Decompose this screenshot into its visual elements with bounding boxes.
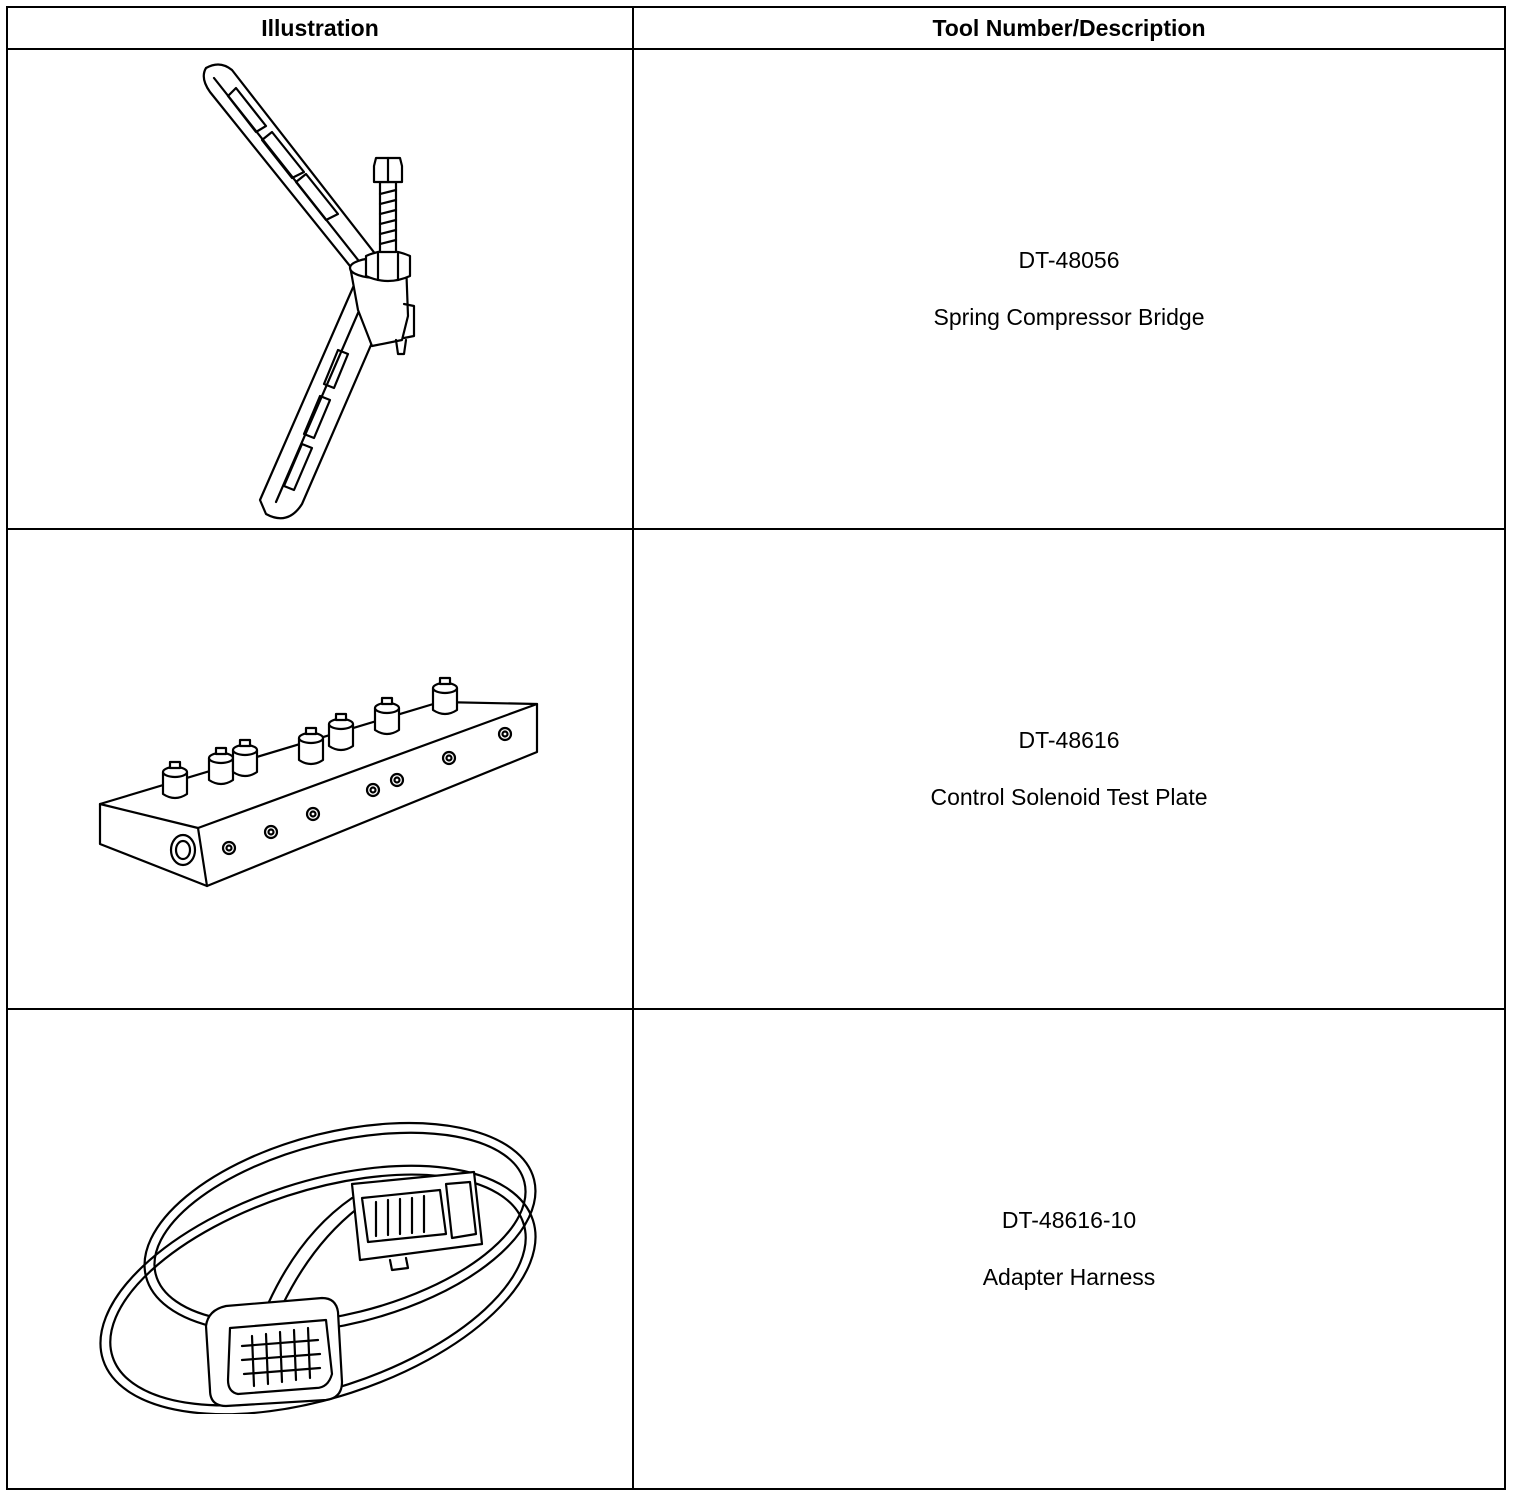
header-tool-description: Tool Number/Description bbox=[632, 6, 1506, 50]
spring-compressor-bridge-icon bbox=[202, 63, 416, 520]
solenoid-test-plate-icon bbox=[98, 676, 539, 888]
tool-description: Control Solenoid Test Plate bbox=[930, 784, 1208, 810]
table-row: DT-48616 Control Solenoid Test Plate bbox=[6, 528, 1506, 1010]
illustration-cell bbox=[6, 528, 634, 1010]
header-row: Illustration Tool Number/Description bbox=[6, 6, 1506, 50]
illustration-cell bbox=[6, 1008, 634, 1490]
table-row: DT-48616-10 Adapter Harness bbox=[6, 1008, 1506, 1490]
tool-number: DT-48616 bbox=[1018, 727, 1120, 753]
header-illustration: Illustration bbox=[6, 6, 634, 50]
tool-table: Illustration Tool Number/Description bbox=[6, 6, 1506, 1490]
tool-number: DT-48616-10 bbox=[1001, 1207, 1137, 1233]
description-cell: DT-48616 Control Solenoid Test Plate bbox=[632, 528, 1506, 1010]
adapter-harness-icon bbox=[99, 1121, 537, 1414]
tool-description: Adapter Harness bbox=[982, 1264, 1156, 1290]
description-cell: DT-48056 Spring Compressor Bridge bbox=[632, 48, 1506, 530]
illustration-cell bbox=[6, 48, 634, 530]
description-cell: DT-48616-10 Adapter Harness bbox=[632, 1008, 1506, 1490]
table-row: DT-48056 Spring Compressor Bridge bbox=[6, 48, 1506, 530]
tool-number: DT-48056 bbox=[1018, 247, 1120, 273]
tool-description: Spring Compressor Bridge bbox=[933, 304, 1205, 330]
